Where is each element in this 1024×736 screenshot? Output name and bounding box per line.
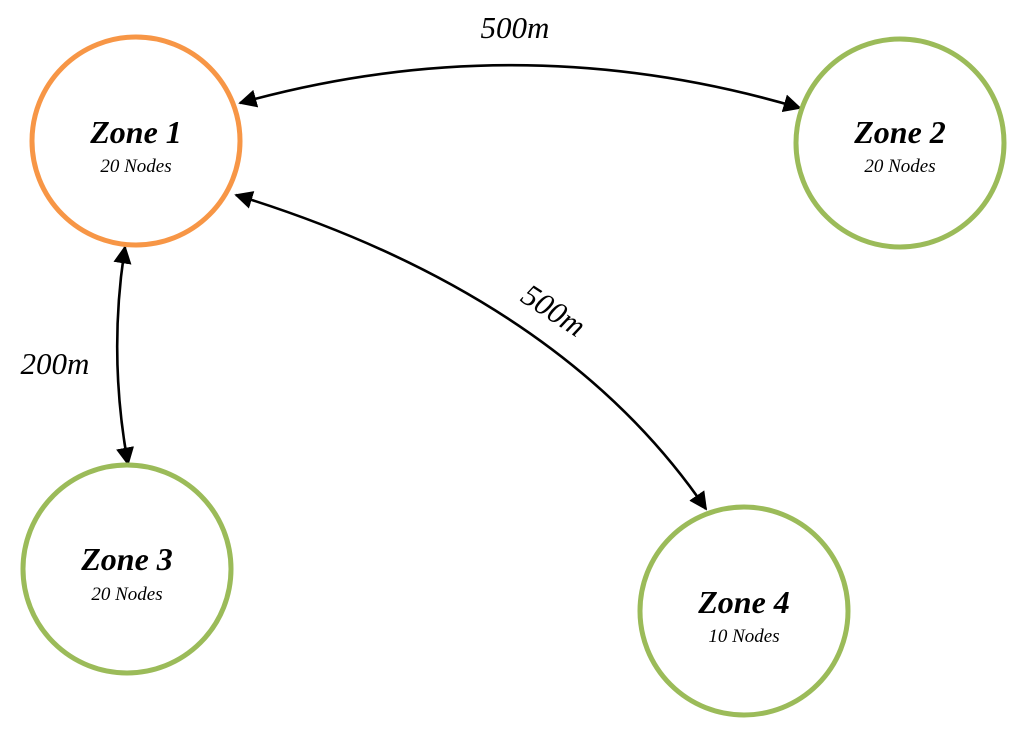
link-zone1-zone2	[238, 63, 802, 113]
link-zone1-zone3	[113, 245, 134, 466]
link-zone1-zone4	[234, 191, 708, 511]
zone-2-circle	[793, 36, 1007, 250]
distance-label-zone1-zone2: 500m	[481, 10, 550, 45]
zone-1-name: Zone 1	[89, 114, 182, 150]
zone-1-node-count: 20 Nodes	[100, 156, 171, 177]
zone-2-name: Zone 2	[853, 114, 946, 150]
zone-4-node-count: 10 Nodes	[708, 626, 779, 647]
zone-3-name: Zone 3	[80, 541, 173, 577]
distance-label-zone1-zone3: 200m	[21, 346, 90, 381]
zone-4-name: Zone 4	[697, 584, 790, 620]
zone-4-node: Zone 4 10 Nodes	[637, 504, 851, 718]
zone-2-node-count: 20 Nodes	[864, 156, 935, 177]
distance-label-zone1-zone4: 500m	[515, 277, 592, 344]
zone-1-node: Zone 1 20 Nodes	[29, 34, 243, 248]
zone-4-circle	[637, 504, 851, 718]
zone-1-circle	[29, 34, 243, 248]
zone-3-node: Zone 3 20 Nodes	[20, 462, 234, 676]
zone-3-circle	[20, 462, 234, 676]
zone-3-node-count: 20 Nodes	[91, 584, 162, 605]
zone-2-node: Zone 2 20 Nodes	[793, 36, 1007, 250]
